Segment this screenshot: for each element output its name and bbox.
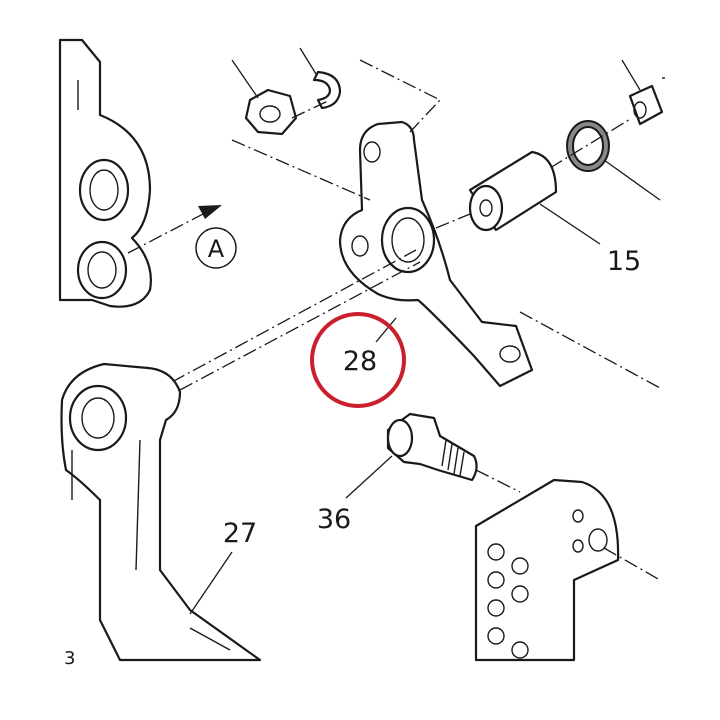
pedal-lever bbox=[60, 362, 262, 662]
part-15-label: 15 bbox=[607, 246, 641, 277]
lever-arm bbox=[338, 120, 534, 388]
main-axis-2 bbox=[179, 261, 421, 391]
e-clip bbox=[299, 47, 342, 110]
nut-axis bbox=[291, 99, 331, 119]
ring-leader bbox=[603, 159, 661, 201]
main-axis bbox=[171, 249, 417, 383]
part-27-label: 27 bbox=[223, 518, 257, 549]
left-bracket bbox=[58, 38, 152, 308]
view-a-marker: A bbox=[195, 227, 237, 269]
guide-line-2 bbox=[359, 59, 442, 133]
hex-nut bbox=[231, 59, 298, 136]
o-ring bbox=[566, 120, 610, 172]
part-28-label: 28 bbox=[343, 346, 377, 377]
part-36-label: 36 bbox=[317, 504, 351, 535]
view-a-arrow bbox=[127, 205, 222, 254]
highlight-ring-28 bbox=[310, 312, 406, 408]
flange-bolt bbox=[345, 412, 478, 499]
edge-mark: 3 bbox=[64, 648, 75, 669]
plate-axis bbox=[603, 547, 661, 581]
guide-line-4 bbox=[435, 213, 471, 229]
bolt-axis bbox=[475, 469, 521, 493]
mounting-plate bbox=[474, 478, 620, 662]
guide-line-1 bbox=[231, 139, 371, 201]
pin-axis bbox=[549, 117, 633, 169]
pin bbox=[621, 59, 665, 126]
guide-line-3 bbox=[519, 311, 661, 389]
bushing bbox=[468, 150, 601, 245]
view-a-label: A bbox=[208, 235, 225, 263]
